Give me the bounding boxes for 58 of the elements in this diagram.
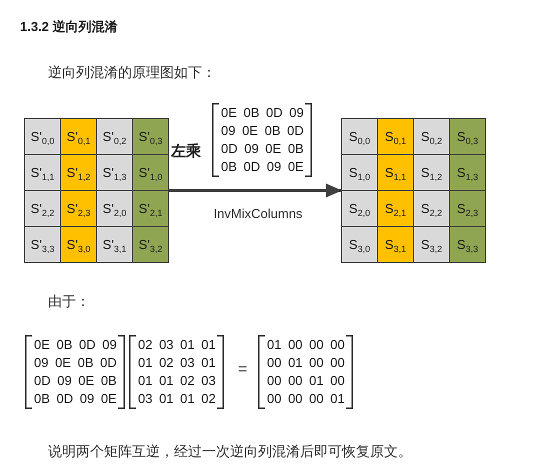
state-cell: S'$_{1,1}$ <box>25 155 60 190</box>
edge-label: InvMixColumns <box>214 206 302 222</box>
state-cell: S$_{0,3}$ <box>450 119 485 154</box>
state-cell: S$_{1,0}$ <box>342 155 377 190</box>
matrix-row: 0D 09 0E 0B <box>34 372 117 390</box>
state-cell: S'$_{2,0}$ <box>97 191 132 226</box>
state-cell: S$_{2,0}$ <box>342 191 377 226</box>
matrix-row: 01 00 00 00 <box>267 336 345 354</box>
state-cell: S$_{3,1}$ <box>378 227 413 262</box>
matrix-row: 0E 0B 0D 09 <box>221 104 304 122</box>
state-matrix <box>341 118 486 263</box>
state-cell: S'$_{0,0}$ <box>25 119 60 154</box>
state-cell: S$_{2,1}$ <box>378 191 413 226</box>
state-cell: S$_{2,2}$ <box>414 191 449 226</box>
state-cell: S$_{2,3}$ <box>450 191 485 226</box>
matrix-row: 0B 0D 09 0E <box>34 390 117 408</box>
matrix-row: 09 0E 0B 0D <box>34 354 117 372</box>
state-matrix <box>24 118 169 263</box>
matrix-row: 01 02 03 01 <box>138 354 216 372</box>
state-cell: S$_{0,1}$ <box>378 119 413 154</box>
matrix-row: 00 00 01 00 <box>267 372 345 390</box>
matrix-row: 0B 0D 09 0E <box>221 158 304 176</box>
state-cell: S'$_{3,3}$ <box>25 227 60 262</box>
matrix-row: 00 01 00 00 <box>267 354 345 372</box>
body-text: 逆向列混淆的原理图如下： <box>48 63 216 82</box>
equals-sign: = <box>238 361 248 379</box>
state-cell: S$_{1,1}$ <box>378 155 413 190</box>
state-cell: S$_{3,3}$ <box>450 227 485 262</box>
section-title: 1.3.2 逆向列混淆 <box>20 18 118 36</box>
state-cell: S'$_{0,3}$ <box>133 119 168 154</box>
state-cell: S$_{3,0}$ <box>342 227 377 262</box>
matrix-row: 02 03 01 01 <box>138 336 216 354</box>
state-cell: S'$_{2,2}$ <box>25 191 60 226</box>
state-cell: S'$_{1,2}$ <box>61 155 96 190</box>
matrix-row: 09 0E 0B 0D <box>221 122 304 140</box>
matrix-row: 00 00 00 01 <box>267 390 345 408</box>
matrix-row: 03 01 01 02 <box>138 390 216 408</box>
state-cell: S'$_{3,0}$ <box>61 227 96 262</box>
state-cell: S'$_{0,1}$ <box>61 119 96 154</box>
state-cell: S$_{0,2}$ <box>414 119 449 154</box>
state-cell: S'$_{2,1}$ <box>133 191 168 226</box>
state-cell: S'$_{1,0}$ <box>133 155 168 190</box>
state-cell: S$_{1,2}$ <box>414 155 449 190</box>
matrix-row: 0E 0B 0D 09 <box>34 336 117 354</box>
state-cell: S'$_{2,3}$ <box>61 191 96 226</box>
matrix-row: 0D 09 0E 0B <box>221 140 304 158</box>
state-cell: S$_{0,0}$ <box>342 119 377 154</box>
state-cell: S$_{1,3}$ <box>450 155 485 190</box>
body-text: 由于： <box>48 292 90 311</box>
state-cell: S'$_{1,3}$ <box>97 155 132 190</box>
state-cell: S'$_{3,1}$ <box>97 227 132 262</box>
arrow <box>169 184 342 198</box>
state-cell: S'$_{0,2}$ <box>97 119 132 154</box>
body-text: 说明两个矩阵互逆，经过一次逆向列混淆后即可恢复原文。 <box>48 442 412 461</box>
matrix-row: 01 01 02 03 <box>138 372 216 390</box>
state-cell: S$_{3,2}$ <box>414 227 449 262</box>
operation-label: 左乘 <box>171 143 201 161</box>
state-cell: S'$_{3,2}$ <box>133 227 168 262</box>
